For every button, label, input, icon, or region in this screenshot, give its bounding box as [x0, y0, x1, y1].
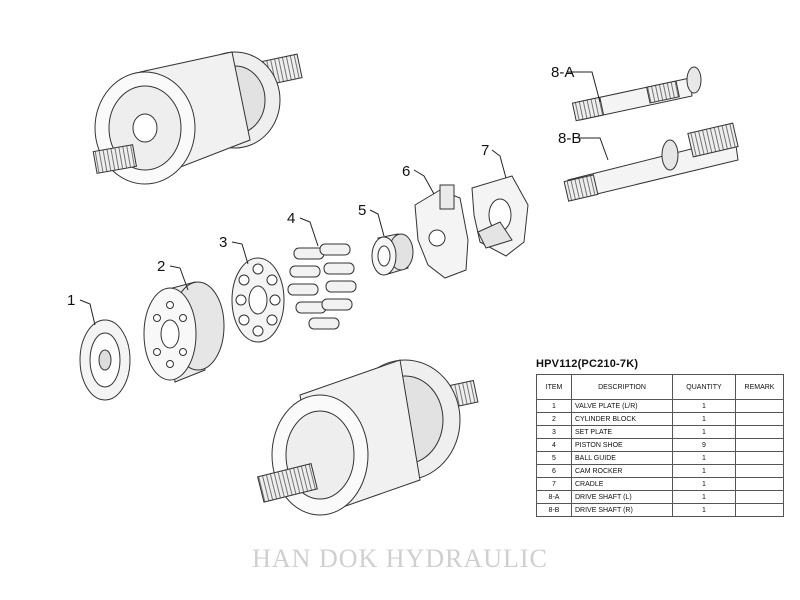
callout-7: 7	[481, 142, 489, 159]
callout-4: 4	[287, 210, 295, 227]
cell-item: 5	[536, 451, 572, 465]
part-8a-drive-shaft	[571, 66, 702, 122]
cell-remark	[735, 399, 784, 413]
cell-description: CYLINDER BLOCK	[571, 412, 673, 426]
cell-description: PISTON SHOE	[571, 438, 673, 452]
cell-item: 2	[536, 412, 572, 426]
cell-quantity: 1	[672, 490, 736, 504]
cell-remark	[735, 451, 784, 465]
callout-8b: 8-B	[558, 130, 581, 147]
cell-remark	[735, 490, 784, 504]
cell-item: 8-B	[536, 503, 572, 517]
header-item: ITEM	[536, 374, 572, 400]
parts-table-header-row: ITEM DESCRIPTION QUANTITY REMARK	[536, 374, 784, 400]
table-row: 3 SET PLATE 1	[536, 425, 784, 439]
cell-description: CRADLE	[571, 477, 673, 491]
table-row: 2 CYLINDER BLOCK 1	[536, 412, 784, 426]
cell-quantity: 1	[672, 464, 736, 478]
cell-item: 1	[536, 399, 572, 413]
cell-quantity: 1	[672, 399, 736, 413]
table-row: 5 BALL GUIDE 1	[536, 451, 784, 465]
table-row: 6 CAM ROCKER 1	[536, 464, 784, 478]
table-row: 8-B DRIVE SHAFT (R) 1	[536, 503, 784, 517]
watermark-text: HAN DOK HYDRAULIC	[252, 544, 548, 573]
part-7-cradle	[471, 175, 529, 257]
callout-3: 3	[219, 234, 227, 251]
table-row: 1 VALVE PLATE (L/R) 1	[536, 399, 784, 413]
cell-description: VALVE PLATE (L/R)	[571, 399, 673, 413]
part-1-valve-plate	[79, 319, 131, 401]
header-remark: REMARK	[735, 374, 784, 400]
header-description: DESCRIPTION	[571, 374, 673, 400]
header-quantity: QUANTITY	[672, 374, 736, 400]
callout-8a: 8-A	[551, 64, 574, 81]
cell-remark	[735, 477, 784, 491]
parts-table: ITEM DESCRIPTION QUANTITY REMARK 1 VALVE…	[536, 374, 784, 517]
cell-quantity: 1	[672, 425, 736, 439]
part-2-cylinder-block	[143, 281, 225, 383]
part-5-ball-guide	[371, 233, 414, 276]
callout-5: 5	[358, 202, 366, 219]
cell-description: CAM ROCKER	[571, 464, 673, 478]
cell-remark	[735, 412, 784, 426]
cell-item: 7	[536, 477, 572, 491]
table-row: 4 PISTON SHOE 9	[536, 438, 784, 452]
cell-item: 8-A	[536, 490, 572, 504]
part-8b-drive-shaft	[563, 122, 739, 202]
cell-remark	[735, 425, 784, 439]
cell-description: DRIVE SHAFT (L)	[571, 490, 673, 504]
assembled-pump-top	[92, 51, 303, 185]
cell-remark	[735, 464, 784, 478]
cell-quantity: 1	[672, 451, 736, 465]
cell-description: DRIVE SHAFT (R)	[571, 503, 673, 517]
part-6-cam-rocker	[414, 184, 469, 279]
cell-item: 3	[536, 425, 572, 439]
cell-description: BALL GUIDE	[571, 451, 673, 465]
cell-remark	[735, 503, 784, 517]
cell-quantity: 1	[672, 412, 736, 426]
callout-2: 2	[157, 258, 165, 275]
cell-quantity: 1	[672, 503, 736, 517]
part-4-piston-shoes	[287, 243, 357, 330]
cell-quantity: 9	[672, 438, 736, 452]
cell-remark	[735, 438, 784, 452]
cell-item: 4	[536, 438, 572, 452]
callout-1: 1	[67, 292, 75, 309]
cell-description: SET PLATE	[571, 425, 673, 439]
cell-quantity: 1	[672, 477, 736, 491]
cell-item: 6	[536, 464, 572, 478]
table-row: 7 CRADLE 1	[536, 477, 784, 491]
assembled-pump-bottom	[257, 359, 479, 516]
callout-6: 6	[402, 163, 410, 180]
parts-table-title: HPV112(PC210-7K)	[536, 358, 639, 370]
table-row: 8-A DRIVE SHAFT (L) 1	[536, 490, 784, 504]
leader-lines	[79, 71, 609, 326]
part-3-set-plate	[231, 257, 285, 343]
